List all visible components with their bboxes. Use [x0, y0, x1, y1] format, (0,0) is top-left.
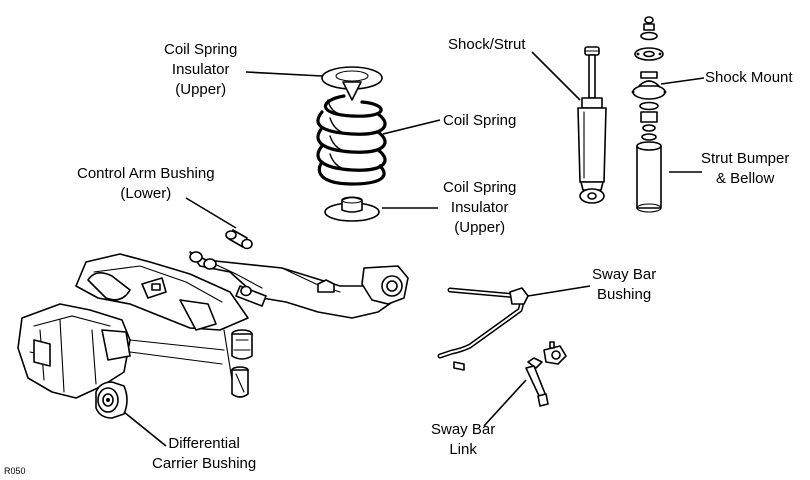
label-coil-spring-insulator-bottom: Coil Spring Insulator (Upper) — [443, 179, 517, 236]
shock-strut-part — [577, 46, 607, 204]
strut-bumper-bellow-part — [636, 141, 662, 213]
label-shock-strut: Shock/Strut — [448, 36, 526, 53]
label-coil-spring: Coil Spring — [443, 112, 517, 129]
label-shock-mount: Shock Mount — [705, 69, 793, 86]
label-sway-bar-link: Sway Bar Link — [431, 421, 496, 458]
label-control-arm-bushing: Control Arm Bushing (Lower) — [77, 165, 215, 202]
shock-mount-part — [631, 16, 667, 141]
control-arm-assembly-part — [189, 251, 409, 319]
sway-bar-link-part — [525, 341, 567, 407]
label-differential-carrier-bushing: Differential Carrier Bushing — [152, 435, 257, 472]
coil-spring-insulator-lower-part — [324, 196, 380, 222]
coil-spring-insulator-upper-part — [321, 66, 383, 101]
sway-bar-part — [437, 287, 529, 371]
control-arm-bushing-mounted-part — [231, 329, 253, 398]
figure-code: R050 — [4, 466, 26, 476]
coil-spring-part — [316, 94, 387, 186]
subframe-part — [17, 253, 249, 399]
control-arm-bushing-part — [225, 229, 253, 250]
differential-carrier-bushing-part — [95, 381, 128, 419]
label-sway-bar-bushing: Sway Bar Bushing — [592, 266, 657, 303]
label-strut-bumper-bellow: Strut Bumper & Bellow — [701, 150, 790, 187]
leader-lines — [123, 51, 705, 447]
label-coil-spring-insulator-top: Coil Spring Insulator (Upper) — [164, 41, 238, 98]
